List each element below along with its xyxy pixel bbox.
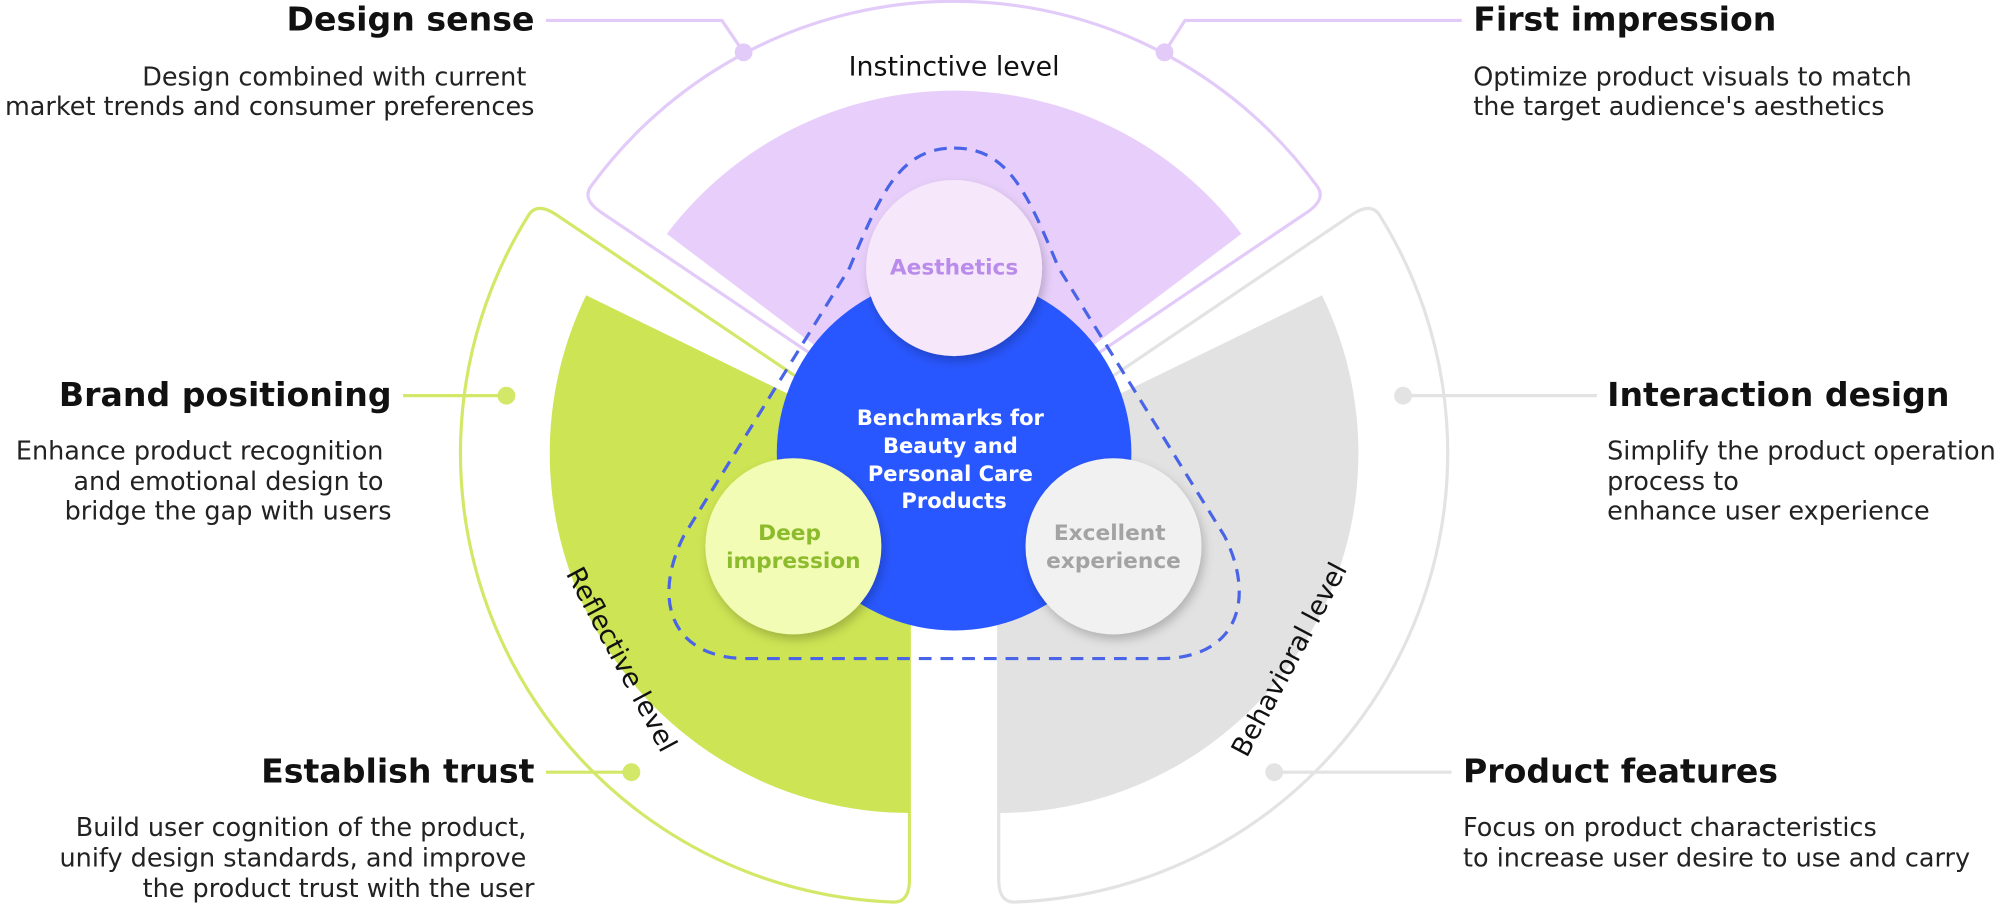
node-label-line: Excellent — [1054, 521, 1166, 546]
description-line: unify design standards, and improve — [60, 844, 527, 874]
connector-dot-establish-trust — [622, 763, 641, 782]
instinctive-level-label: Instinctive level — [849, 51, 1060, 82]
connector-dot-interaction-design — [1394, 386, 1412, 405]
description-line: bridge the gap with users — [65, 496, 392, 526]
description-line: enhance user experience — [1607, 496, 1930, 526]
callout-description: Enhance product recognition and emotiona… — [16, 436, 392, 526]
callout-heading: Product features — [1463, 751, 1778, 790]
callout-heading: First impression — [1473, 0, 1776, 39]
callout-heading: Interaction design — [1607, 375, 1949, 414]
connector-design-sense — [545, 18, 745, 54]
deep-impression-label: Deep impression — [726, 521, 861, 574]
center-title-line: Products — [901, 488, 1006, 513]
connector-dot-brand-positioning — [497, 386, 516, 405]
aesthetics-label: Aesthetics — [890, 255, 1018, 280]
callout-description: Design combined with current market tren… — [5, 63, 534, 122]
node-label-line: impression — [726, 549, 861, 574]
deep-impression-node — [705, 458, 882, 635]
dashed-triangle-outline — [667, 146, 1241, 661]
connector-first-impression — [1163, 18, 1462, 54]
description-line: Focus on product characteristics — [1463, 813, 1877, 843]
center-title-line: Beauty and — [883, 433, 1018, 458]
description-line: the product trust with the user — [143, 874, 535, 904]
description-line: Simplify the product operation — [1607, 436, 1996, 466]
callout-heading: Design sense — [286, 0, 534, 39]
callout-establish-trust: Establish trust Build user cognition of … — [60, 751, 535, 904]
callout-description: Focus on product characteristics to incr… — [1463, 813, 1970, 874]
description-line: and emotional design to — [73, 467, 383, 497]
callout-description: Build user cognition of the product, uni… — [60, 813, 535, 904]
description-line: process to — [1607, 467, 1739, 497]
callout-heading: Establish trust — [261, 751, 534, 790]
excellent-experience-label: Excellent experience — [1046, 521, 1181, 574]
callout-design-sense: Design sense Design combined with curren… — [5, 0, 534, 122]
center-title-line: Benchmarks for — [857, 405, 1045, 430]
description-line: Enhance product recognition — [16, 436, 384, 466]
callout-heading: Brand positioning — [59, 375, 392, 414]
description-line: Design combined with current — [142, 63, 526, 93]
connector-dot-product-features — [1265, 763, 1284, 782]
callout-product-features: Product features Focus on product charac… — [1463, 751, 1970, 873]
aesthetics-node — [866, 179, 1043, 357]
description-line: to increase user desire to use and carry — [1463, 844, 1970, 874]
node-label-line: Deep — [758, 521, 821, 546]
center-title-line: Personal Care — [868, 461, 1033, 486]
excellent-experience-node — [1025, 458, 1202, 635]
callout-brand-positioning: Brand positioning Enhance product recogn… — [16, 375, 392, 527]
description-line: Build user cognition of the product, — [76, 813, 527, 843]
callout-first-impression: First impression Optimize product visual… — [1473, 0, 1920, 122]
callout-description: Optimize product visuals to match the ta… — [1473, 63, 1920, 122]
connector-dot-design-sense — [734, 43, 753, 62]
connector-dot-first-impression — [1155, 43, 1174, 62]
description-line: market trends and consumer preferences — [5, 92, 534, 122]
callout-connectors — [403, 18, 1597, 782]
description-line: Optimize product visuals to match — [1473, 63, 1912, 93]
description-line: the target audience's aesthetics — [1473, 92, 1884, 122]
node-label-line: experience — [1046, 549, 1181, 574]
callout-interaction-design: Interaction design Simplify the product … — [1607, 375, 2000, 527]
center-title: Benchmarks for Beauty and Personal Care … — [857, 405, 1051, 513]
callout-description: Simplify the product operation process t… — [1607, 436, 2000, 526]
node-label-line: Aesthetics — [890, 255, 1018, 280]
